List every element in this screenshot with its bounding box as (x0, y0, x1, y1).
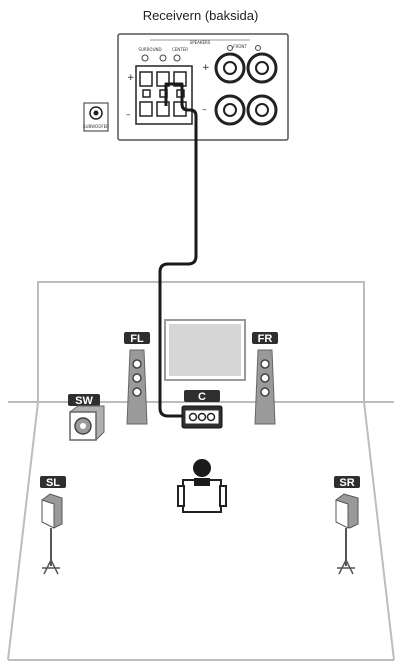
room-left-edge (7, 401, 39, 661)
subwoofer-jack-label: SUBWOOFER (83, 124, 109, 129)
listener (177, 459, 227, 513)
front-label: FRONT (233, 44, 247, 49)
center-speaker-cable (158, 82, 198, 418)
center-label: CENTER (172, 47, 188, 52)
minus-sign-right: – (202, 105, 207, 115)
speaker-fl-label: FL (130, 333, 144, 345)
receiver-title: Receivern (baksida) (142, 8, 259, 23)
speaker-fr: FR (252, 332, 278, 425)
room (7, 281, 395, 661)
speaker-sr-label: SR (339, 477, 354, 489)
plus-sign-right: + (202, 63, 210, 73)
speaker-sw-label: SW (75, 395, 93, 407)
speaker-c: C (181, 390, 223, 429)
speaker-fr-label: FR (258, 333, 273, 345)
surround-label: SURROUND (138, 47, 161, 52)
speaker-sr: SR (334, 476, 360, 575)
subwoofer-jack: SUBWOOFER (83, 102, 109, 132)
speaker-sl-label: SL (46, 477, 60, 489)
speakers-label: SPEAKERS (190, 40, 211, 45)
speaker-fl: FL (124, 332, 150, 425)
front-terminals (214, 52, 278, 126)
tv (164, 319, 246, 381)
speaker-c-label: C (198, 391, 206, 403)
speaker-sl: SL (40, 476, 66, 575)
plus-sign-left: + (127, 73, 135, 83)
room-right-edge (363, 401, 395, 661)
minus-sign-left: – (126, 110, 131, 120)
terminal-row-top (139, 71, 187, 98)
speaker-sw: SW (68, 394, 105, 441)
receiver-panel: SPEAKERS SURROUND CENTER FRONT + – + – (117, 33, 289, 141)
